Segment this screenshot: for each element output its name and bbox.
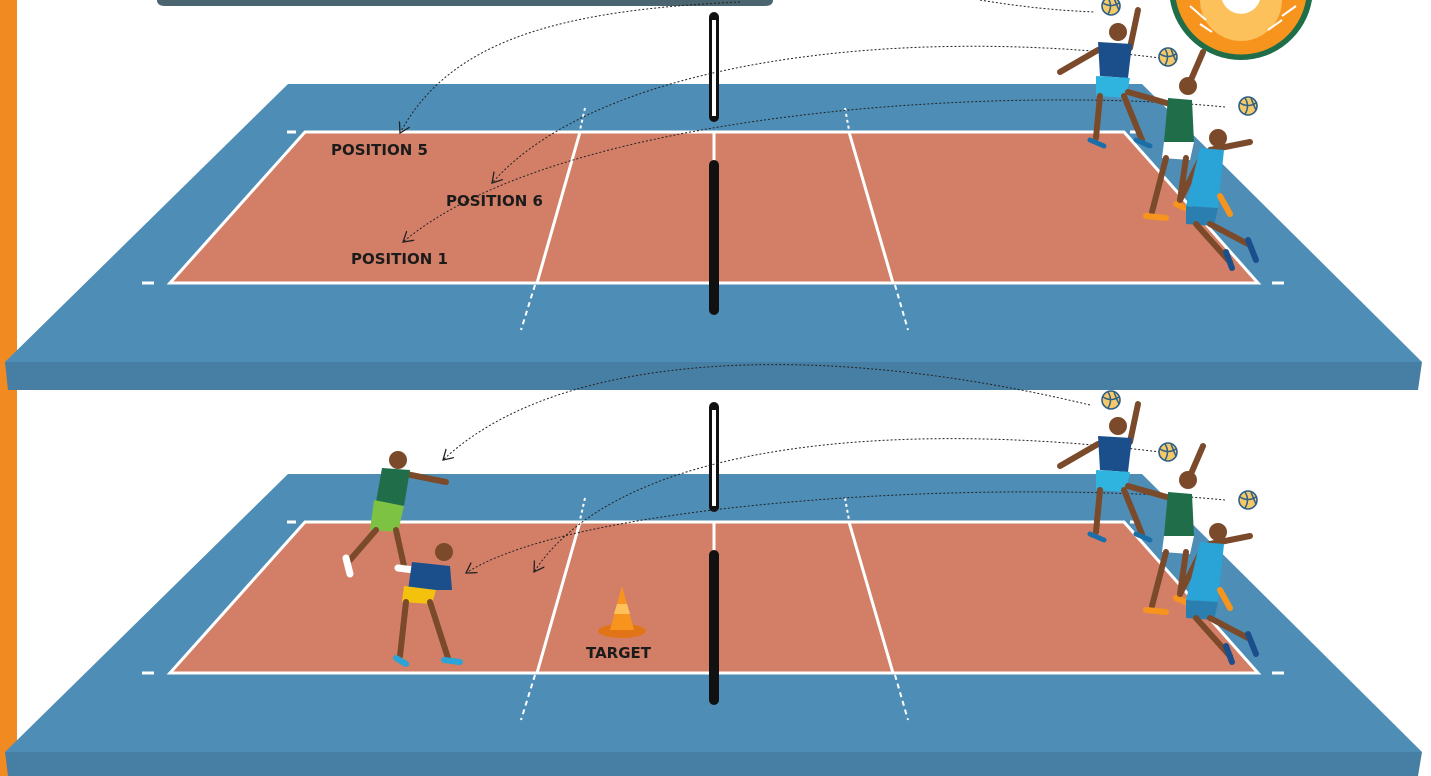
bottom-panel: TARGET <box>5 365 1422 776</box>
volleyball-icon <box>1102 391 1120 409</box>
volleyball-icon <box>1159 48 1177 66</box>
volleyball-icon <box>1239 491 1257 509</box>
label-position-5: POSITION 5 <box>331 141 428 159</box>
label-position-6: POSITION 6 <box>446 192 543 210</box>
volleyball-icon <box>1159 443 1177 461</box>
top-panel: POSITION 5 POSITION 6 POSITION 1 <box>5 0 1422 390</box>
court-floor-edge <box>5 362 1422 390</box>
court-floor-edge <box>5 752 1422 776</box>
header-panel <box>157 0 773 6</box>
net <box>709 402 719 705</box>
net <box>709 12 719 315</box>
label-target: TARGET <box>586 644 652 662</box>
volleyball-icon <box>1239 97 1257 115</box>
wheel-icon <box>1170 0 1312 60</box>
label-position-1: POSITION 1 <box>351 250 448 268</box>
volleyball-icon <box>1102 0 1120 15</box>
